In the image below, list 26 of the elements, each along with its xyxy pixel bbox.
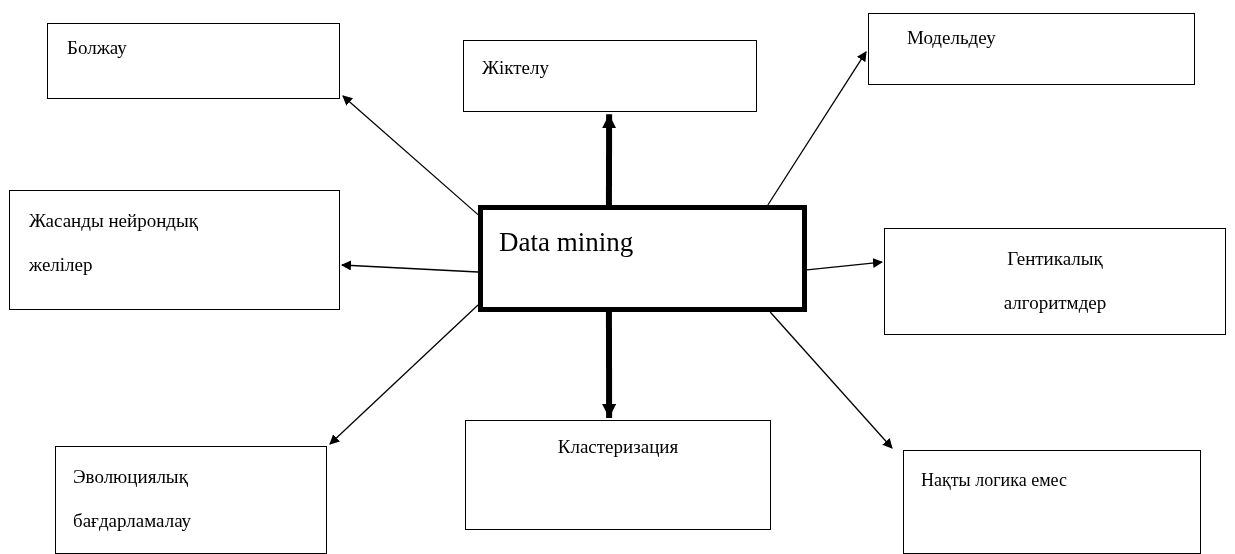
- arrow: [342, 95, 479, 216]
- box-label: Модельдеу: [907, 26, 996, 50]
- arrow: [806, 258, 883, 271]
- topic-box: [47, 23, 340, 99]
- box-label: Жасанды нейрондық желілер: [29, 209, 200, 277]
- arrow: [341, 260, 479, 273]
- arrow: [602, 114, 617, 205]
- arrow: [329, 304, 479, 445]
- box-label: Data mining: [499, 226, 634, 259]
- box-label: Кластеризация: [557, 435, 679, 459]
- topic-box: [868, 13, 1195, 85]
- box-label: Эволюциялық бағдарламалау: [73, 465, 193, 533]
- central-box: [478, 205, 807, 312]
- topic-box: [903, 450, 1201, 554]
- topic-box: [9, 190, 340, 310]
- arrow: [769, 311, 893, 449]
- topic-box: [465, 420, 771, 530]
- box-label: Жіктелу: [482, 56, 549, 80]
- topic-box: [463, 40, 757, 112]
- topic-box: [884, 228, 1226, 335]
- arrow: [602, 312, 617, 419]
- box-label: Болжау: [67, 36, 127, 60]
- topic-box: [55, 446, 327, 554]
- arrow: [767, 51, 867, 206]
- box-label: Нақты логика емес: [921, 469, 1067, 492]
- box-label: Гентикалық алгоритмдер: [1002, 247, 1108, 315]
